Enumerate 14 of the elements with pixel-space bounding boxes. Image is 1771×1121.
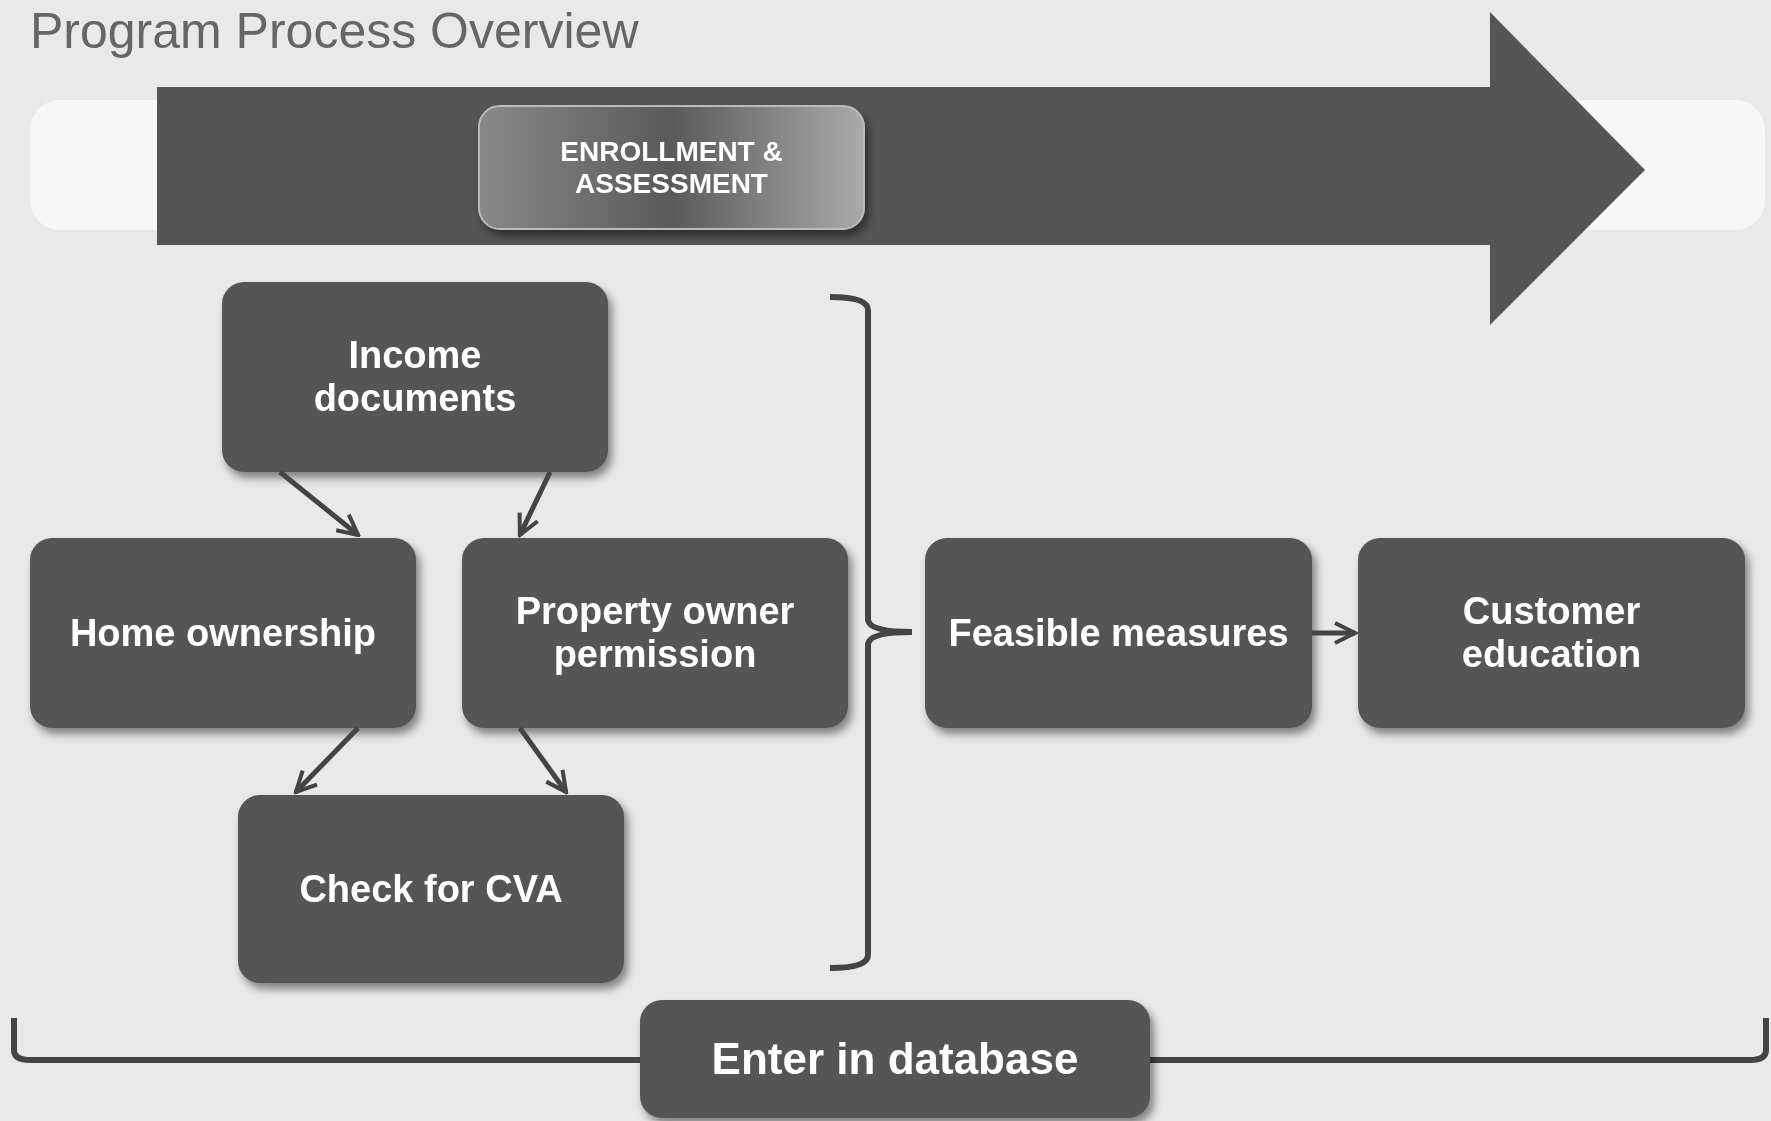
process-box: Enter in database <box>640 1000 1150 1118</box>
enrollment-badge: ENROLLMENT & ASSESSMENT <box>478 105 865 230</box>
process-box: Property owner permission <box>462 538 848 728</box>
title: Program Process Overview <box>30 2 639 60</box>
process-box: Customer education <box>1358 538 1745 728</box>
process-box: Income documents <box>222 282 608 472</box>
process-box: Home ownership <box>30 538 416 728</box>
process-box: Feasible measures <box>925 538 1312 728</box>
arrow <box>517 726 569 794</box>
arrow <box>293 726 360 794</box>
process-box: Check for CVA <box>238 795 624 983</box>
arrow <box>517 470 553 537</box>
arrow <box>1312 621 1357 645</box>
arrow <box>278 470 361 537</box>
